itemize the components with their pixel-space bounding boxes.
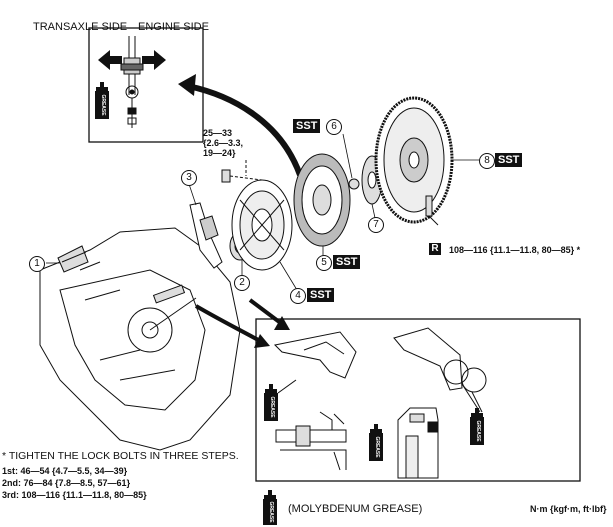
bearing-detail bbox=[397, 407, 439, 479]
clutch-disc bbox=[293, 153, 351, 247]
clutch-cover bbox=[231, 179, 293, 271]
inset-detail-box bbox=[255, 318, 581, 482]
leader-lines bbox=[46, 133, 479, 291]
tightening-step: 1st: 46—54 {4.7—5.5, 34—39} bbox=[2, 466, 128, 476]
torque-line: 25—33 bbox=[203, 128, 233, 138]
part-number-5: 5 bbox=[316, 255, 332, 271]
arrow-left-icon bbox=[98, 50, 122, 70]
clutch-cover-bolt bbox=[221, 160, 263, 183]
release-fork-detail-2 bbox=[393, 327, 487, 413]
svg-text:GREASE: GREASE bbox=[475, 420, 481, 442]
svg-text:GREASE: GREASE bbox=[269, 396, 275, 418]
grease-can-icon: GREASE bbox=[95, 82, 109, 119]
curved-arrow-to-inset bbox=[187, 83, 303, 177]
grease-can-icon: GREASE bbox=[470, 408, 484, 445]
part-number-1: 1 bbox=[29, 256, 45, 272]
part-number-6: 6 bbox=[326, 119, 342, 135]
release-fork-detail bbox=[273, 331, 357, 379]
input-shaft-detail bbox=[275, 411, 347, 471]
sst-tag-6: SST bbox=[293, 119, 321, 133]
release-bearing-inset-drawing bbox=[120, 36, 144, 128]
part-number-2: 2 bbox=[234, 275, 250, 291]
sst-tag-8: SST bbox=[495, 153, 523, 167]
torque-line: 19—24} bbox=[203, 148, 236, 158]
arrow-right-icon bbox=[142, 50, 166, 70]
arrow-to-detail-1 bbox=[194, 304, 263, 344]
grease-legend-text: (MOLYBDENUM GREASE) bbox=[288, 503, 423, 515]
transaxle-housing bbox=[39, 227, 241, 451]
inset-release-fork-box bbox=[88, 27, 204, 143]
release-fork bbox=[189, 202, 223, 269]
grease-can-icon: GREASE bbox=[264, 379, 297, 421]
tightening-note-heading: * TIGHTEN THE LOCK BOLTS IN THREE STEPS. bbox=[2, 450, 239, 462]
engine-side-label: ENGINE SIDE bbox=[138, 21, 209, 33]
torque-line: {2.6—3.3, bbox=[203, 138, 244, 148]
part-1-component bbox=[57, 245, 89, 273]
flywheel-bolt-torque: 108—116 {11.1—11.8, 80—85} * bbox=[449, 245, 581, 255]
tightening-step: 3rd: 108—116 {11.1—11.8, 80—85} bbox=[2, 490, 147, 500]
part-number-4: 4 bbox=[290, 288, 306, 304]
svg-text:GREASE: GREASE bbox=[268, 501, 274, 523]
part-number-8: 8 bbox=[479, 153, 495, 169]
sst-tag-5: SST bbox=[333, 255, 361, 269]
flywheel bbox=[374, 96, 454, 224]
part-number-3: 3 bbox=[181, 170, 197, 186]
transaxle-side-label: TRANSAXLE SIDE bbox=[33, 21, 128, 33]
arrow-to-detail-2 bbox=[248, 298, 284, 326]
clutch-cover-torque: 25—33 {2.6—3.3, 19—24} bbox=[203, 128, 243, 158]
legend-grease-can-icon: GREASE bbox=[263, 490, 277, 525]
svg-text:GREASE: GREASE bbox=[100, 94, 106, 116]
tightening-step: 2nd: 76—84 {7.8—8.5, 57—61} bbox=[2, 478, 131, 488]
svg-text:GREASE: GREASE bbox=[374, 436, 380, 458]
sst-tag-4: SST bbox=[307, 288, 335, 302]
replace-tag: R bbox=[429, 243, 441, 255]
part-number-7: 7 bbox=[368, 217, 384, 233]
pilot-bearing bbox=[348, 178, 360, 190]
tightening-note: * TIGHTEN THE LOCK BOLTS IN THREE STEPS.… bbox=[2, 450, 239, 501]
grease-can-icon: GREASE bbox=[369, 424, 383, 461]
units-label: N·m {kgf·m, ft·lbf} bbox=[530, 504, 607, 514]
flywheel-bolt bbox=[425, 195, 439, 226]
